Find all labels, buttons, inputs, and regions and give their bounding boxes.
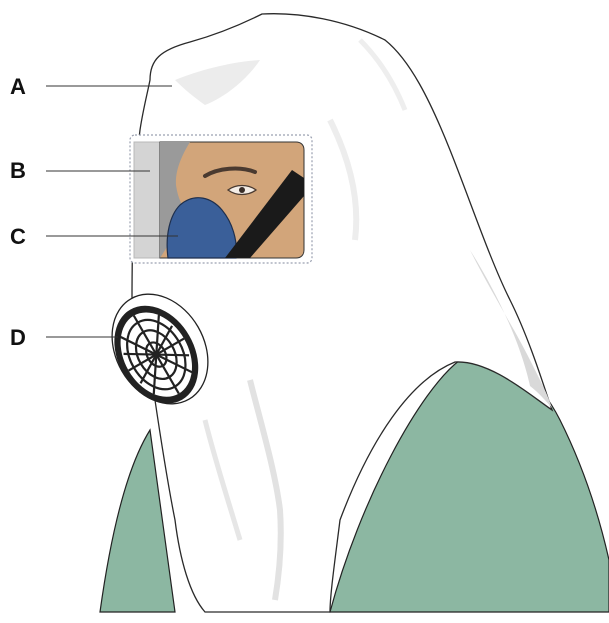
- label-b: B: [10, 160, 26, 182]
- label-a: A: [10, 76, 26, 98]
- label-d: D: [10, 327, 26, 349]
- eye-iris: [239, 187, 245, 193]
- label-c: C: [10, 226, 26, 248]
